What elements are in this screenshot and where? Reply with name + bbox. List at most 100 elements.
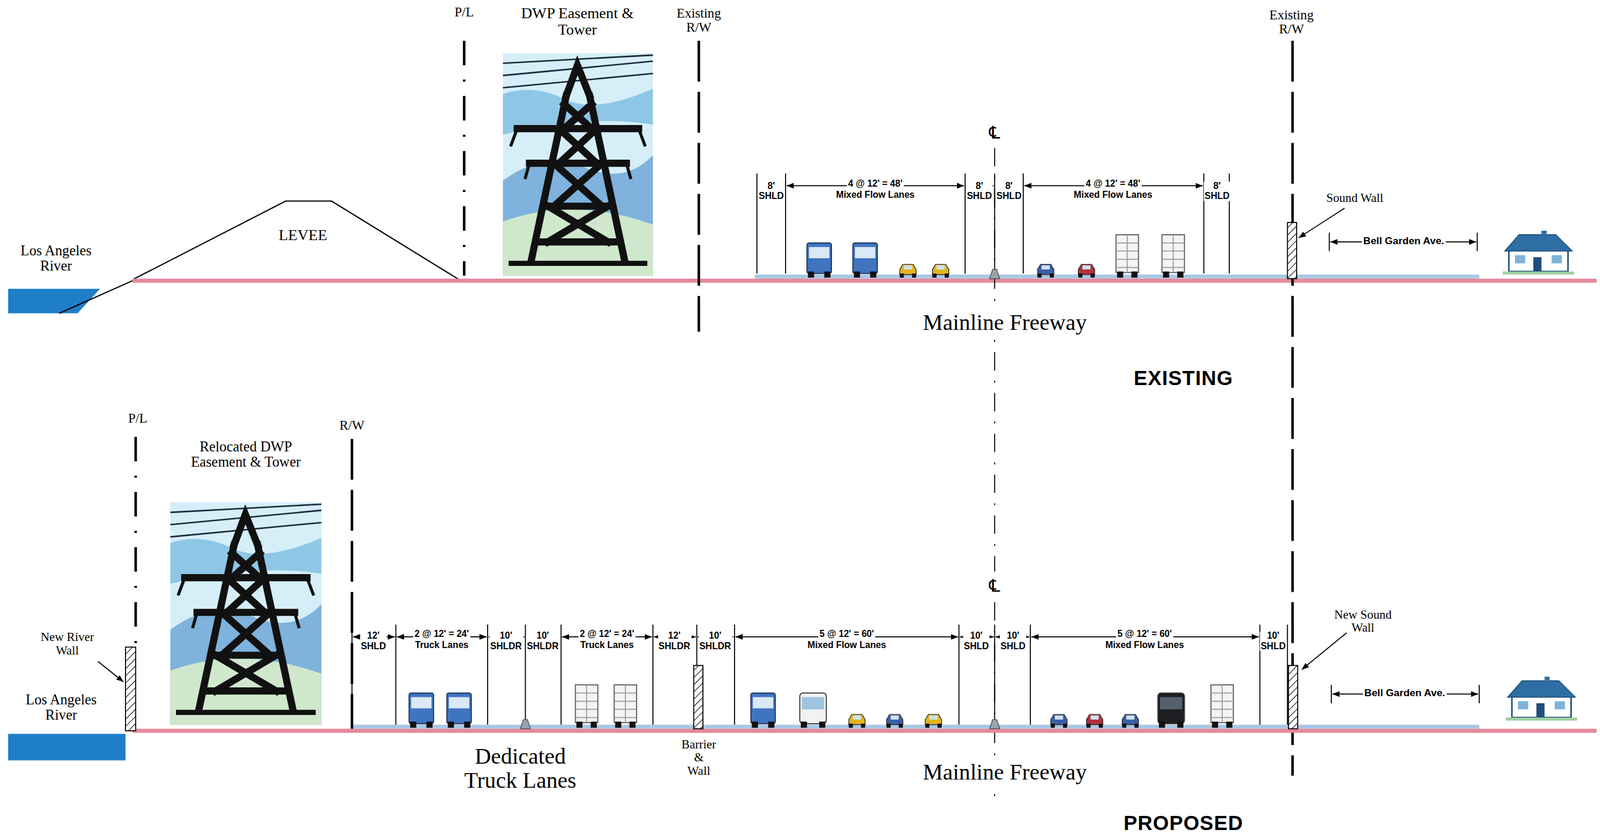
vehicle	[925, 714, 942, 728]
callout-label: Sound Wall	[1326, 191, 1384, 206]
wheel	[886, 723, 891, 728]
car-body	[925, 714, 942, 725]
vehicle	[1050, 714, 1068, 728]
tower-member	[306, 577, 314, 594]
tower-member	[511, 260, 645, 266]
wheel	[629, 721, 636, 727]
house-door	[1533, 256, 1542, 272]
dimension-label: 10' SHLD	[962, 631, 990, 652]
wheel	[410, 721, 416, 727]
property-line	[134, 436, 137, 645]
sound-wall	[1288, 665, 1298, 729]
wheel	[447, 721, 454, 727]
vehicle	[1115, 234, 1139, 278]
wheel	[911, 273, 916, 278]
tower-member	[215, 654, 276, 691]
dimension-label: 10' SHLD	[999, 631, 1027, 652]
car-body	[886, 714, 903, 725]
callout-label: Barrier & Wall	[681, 737, 716, 778]
house-wall	[1509, 248, 1569, 272]
wheel	[614, 721, 621, 727]
house-window	[1517, 701, 1528, 710]
tower-member	[221, 611, 270, 655]
line-label: P/L	[454, 5, 475, 20]
house-icon	[1502, 230, 1575, 275]
line-label: Existing R/W	[676, 5, 721, 35]
dimension-label: 8' SHLD	[965, 181, 993, 202]
tower-member	[548, 205, 609, 242]
tower-member	[215, 654, 276, 691]
vehicle	[799, 692, 827, 728]
vehicle	[1122, 714, 1139, 728]
car-body	[1050, 714, 1068, 725]
car-body	[932, 264, 949, 275]
car-window	[1126, 715, 1135, 720]
section-title: EXISTING	[1133, 367, 1233, 390]
river-label: Los Angeles River	[9, 691, 113, 723]
car-window	[929, 715, 938, 720]
callout-label: New Sound Wall	[1323, 607, 1403, 635]
dimension-label: 8' SHLD	[1203, 181, 1231, 202]
truck-body	[1115, 234, 1139, 273]
wheel	[1134, 723, 1139, 728]
truck-window	[752, 697, 774, 709]
tower-member	[221, 611, 270, 655]
extension-line	[1330, 684, 1332, 703]
sky	[502, 52, 654, 276]
bus-body	[1157, 692, 1185, 724]
tower-member	[227, 577, 266, 612]
dimension-label: Mixed Flow Lanes	[806, 640, 887, 651]
wheel	[1086, 723, 1091, 728]
vehicle	[886, 714, 903, 728]
wheel	[1050, 723, 1055, 728]
wheel	[1098, 723, 1104, 728]
extension-line	[785, 173, 787, 274]
house-roof	[1504, 234, 1573, 252]
car-body	[900, 264, 917, 275]
car-body	[1078, 264, 1095, 275]
dimension-label: Mixed Flow Lanes	[1104, 640, 1185, 651]
wheel	[1131, 271, 1138, 278]
tower-member	[193, 611, 198, 627]
sky-band	[170, 537, 321, 584]
right-of-way-line	[350, 438, 354, 729]
vehicle	[1157, 692, 1185, 728]
dimension-label: Truck Lanes	[413, 640, 470, 651]
wheel	[944, 273, 949, 278]
vehicle	[614, 684, 637, 728]
dimension-label: 2 @ 12' = 24'	[413, 629, 470, 640]
wheel	[870, 271, 876, 278]
car-body	[1122, 714, 1139, 725]
car-window	[890, 715, 899, 720]
wheel	[1078, 273, 1083, 278]
tower-member	[529, 159, 627, 167]
dimension-label: Bell Garden Ave.	[1362, 235, 1446, 248]
truck-window	[448, 697, 470, 709]
vehicle	[1037, 264, 1054, 278]
vehicle	[575, 684, 598, 728]
line-label: P/L	[127, 411, 148, 426]
tower-member	[559, 128, 597, 164]
wheel	[576, 721, 583, 727]
truck-body	[806, 242, 832, 274]
river-water	[8, 733, 126, 760]
truck-body	[751, 692, 776, 724]
levee-outline	[132, 201, 459, 280]
truck-body	[853, 242, 878, 274]
car-window	[936, 265, 945, 270]
extension-line	[958, 624, 960, 725]
sky	[170, 501, 321, 725]
house-roof	[1507, 680, 1576, 698]
wheel	[848, 723, 854, 728]
house-wall	[1511, 694, 1572, 717]
vehicle	[806, 242, 832, 278]
centerline-symbol: ℄	[988, 123, 1001, 142]
extension-line	[1029, 624, 1031, 725]
dimension-label: 10' SHLDR	[525, 631, 560, 652]
extension-line	[1286, 624, 1288, 725]
vehicle	[751, 692, 776, 728]
tower-member	[231, 552, 260, 578]
car-window	[904, 265, 913, 270]
wheel	[807, 271, 814, 278]
truck-body	[447, 692, 472, 724]
